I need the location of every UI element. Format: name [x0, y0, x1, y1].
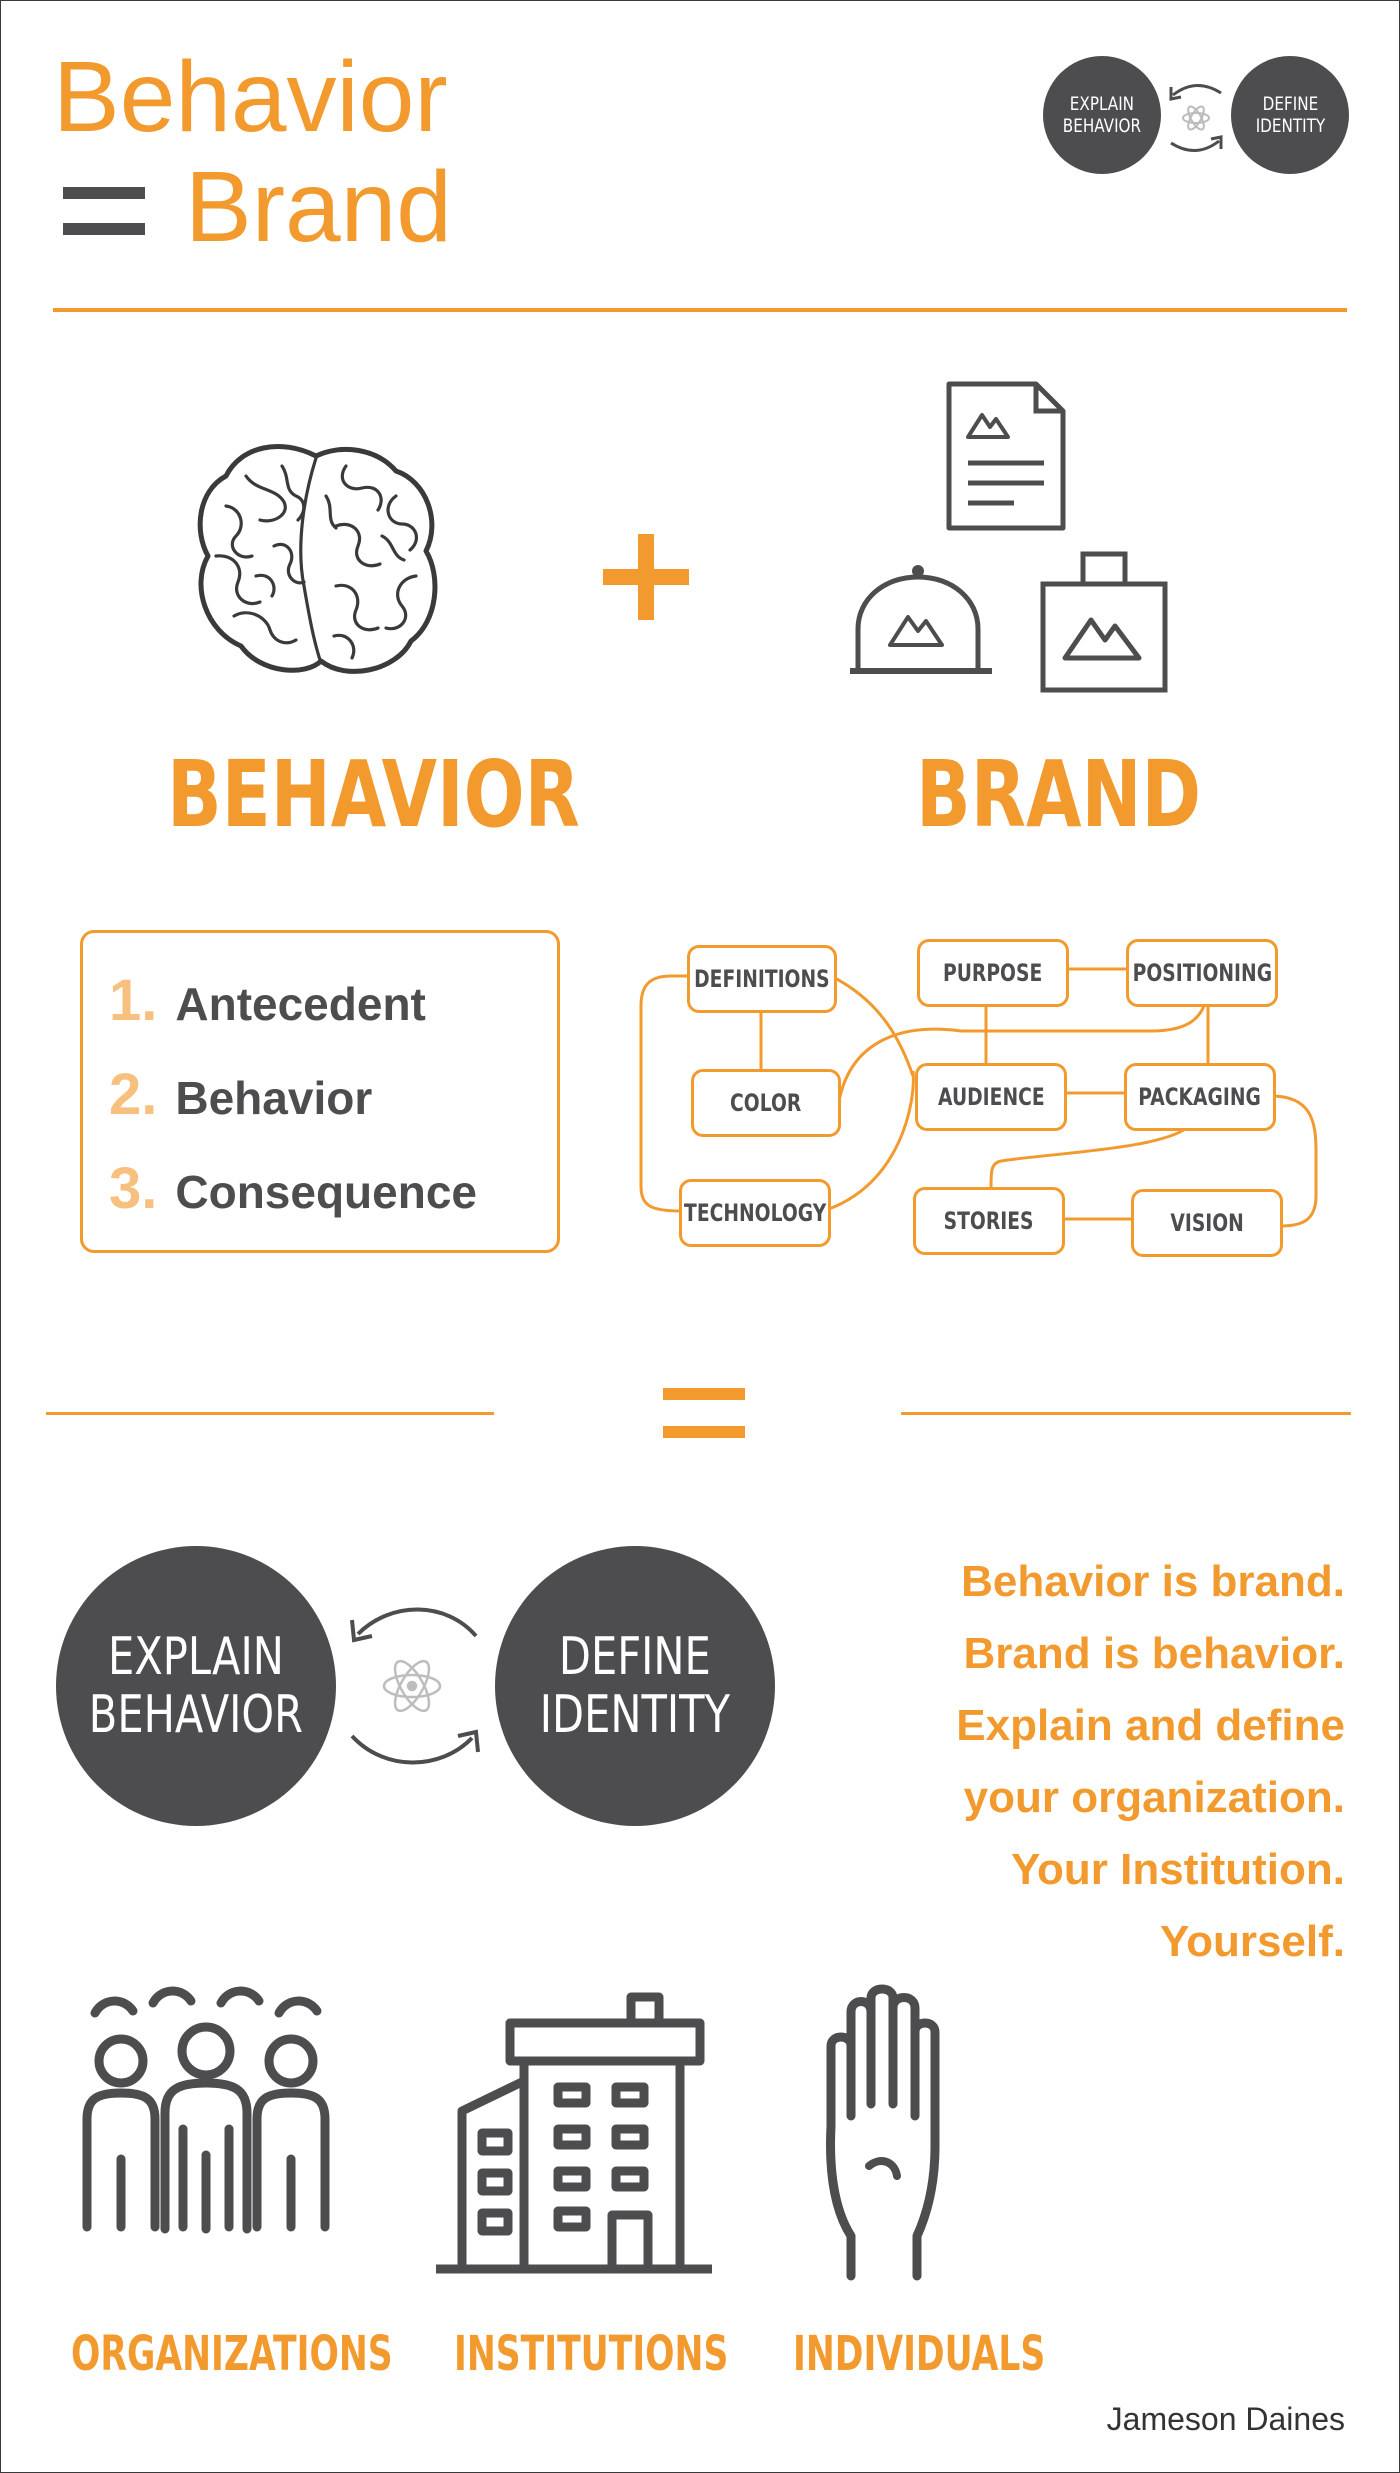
mini-define-line2: IDENTITY	[1255, 115, 1325, 137]
node-label: AUDIENCE	[937, 1083, 1045, 1111]
step-number: 1.	[109, 968, 158, 1033]
explain-behavior-circle: EXPLAIN BEHAVIOR	[56, 1546, 336, 1826]
define-line2: IDENTITY	[539, 1685, 731, 1745]
bag-icon	[1040, 551, 1168, 693]
label-organizations: ORGANIZATIONS	[71, 2326, 518, 2382]
node-label: STORIES	[944, 1207, 1034, 1235]
node-positioning: POSITIONING	[1126, 939, 1278, 1007]
label-individuals: INDIVIDUALS	[793, 2326, 1143, 2382]
node-label: POSITIONING	[1132, 959, 1272, 987]
equals-icon-bottom	[63, 223, 145, 235]
node-label: DEFINITIONS	[694, 965, 830, 993]
explain-line2: BEHAVIOR	[88, 1685, 304, 1745]
node-technology: TECHNOLOGY	[679, 1179, 831, 1247]
people-group-icon	[82, 1986, 330, 2234]
step-behavior: 2. Behavior	[109, 1061, 372, 1128]
node-label: PURPOSE	[943, 959, 1043, 987]
label-text: ORGANIZATIONS	[71, 2326, 393, 2382]
step-antecedent: 1. Antecedent	[109, 967, 426, 1034]
equals-rule-right	[901, 1412, 1351, 1415]
header-divider	[53, 308, 1347, 312]
tagline-line2: Brand is behavior.	[963, 1629, 1345, 1678]
author-credit: Jameson Daines	[1106, 2401, 1345, 2437]
define-identity-circle: DEFINE IDENTITY	[495, 1546, 775, 1826]
label-text: INDIVIDUALS	[793, 2326, 1046, 2382]
mini-cycle-arrows-icon	[1169, 84, 1223, 152]
brain-icon	[197, 443, 438, 674]
atom-icon	[382, 1659, 442, 1713]
plus-icon-vertical	[638, 534, 654, 620]
node-label: TECHNOLOGY	[683, 1199, 827, 1227]
step-number: 3.	[109, 1156, 158, 1221]
step-consequence: 3. Consequence	[109, 1155, 477, 1222]
label-text: INSTITUTIONS	[454, 2326, 729, 2382]
node-vision: VISION	[1131, 1189, 1283, 1257]
tagline-line3: Explain and define	[956, 1701, 1345, 1750]
node-stories: STORIES	[913, 1187, 1065, 1255]
node-packaging: PACKAGING	[1124, 1063, 1276, 1131]
explain-line1: EXPLAIN	[108, 1627, 284, 1687]
mini-explain-behavior: EXPLAIN BEHAVIOR	[1043, 56, 1161, 174]
mini-define-identity: DEFINE IDENTITY	[1231, 56, 1349, 174]
behavior-heading: BEHAVIOR	[167, 741, 580, 848]
tagline-line5: Your Institution.	[1010, 1845, 1345, 1894]
behavior-steps-box: 1. Antecedent 2. Behavior 3. Consequence	[80, 930, 560, 1253]
cap-icon	[850, 565, 992, 674]
title-brand: Brand	[185, 151, 452, 263]
define-line1: DEFINE	[559, 1627, 711, 1687]
tagline-line4: your organization.	[963, 1773, 1345, 1822]
brand-heading: BRAND	[916, 741, 1202, 848]
equals-icon-top	[663, 1388, 745, 1400]
equals-icon-bottom	[663, 1426, 745, 1438]
document-icon	[946, 381, 1066, 531]
step-label: Antecedent	[175, 978, 426, 1030]
step-number: 2.	[109, 1062, 158, 1127]
node-label: COLOR	[730, 1089, 802, 1117]
mini-explain-line1: EXPLAIN	[1069, 93, 1135, 115]
tagline-line6: Yourself.	[1159, 1917, 1345, 1966]
step-label: Behavior	[175, 1072, 373, 1124]
equals-rule-left	[46, 1412, 494, 1415]
label-institutions: INSTITUTIONS	[454, 2326, 835, 2382]
cycle-arrows-icon	[350, 1607, 480, 1765]
title-behavior: Behavior	[53, 41, 448, 153]
building-icon	[436, 1992, 712, 2274]
node-label: PACKAGING	[1138, 1083, 1262, 1111]
mini-explain-line2: BEHAVIOR	[1062, 115, 1142, 137]
node-purpose: PURPOSE	[917, 939, 1069, 1007]
tagline-line1: Behavior is brand.	[961, 1557, 1345, 1606]
node-audience: AUDIENCE	[915, 1063, 1067, 1131]
step-label: Consequence	[175, 1166, 478, 1218]
hand-icon	[826, 1984, 940, 2281]
node-label: VISION	[1170, 1209, 1244, 1237]
node-color: COLOR	[691, 1069, 841, 1137]
node-definitions: DEFINITIONS	[687, 945, 837, 1013]
mini-define-line1: DEFINE	[1262, 93, 1318, 115]
equals-icon-top	[63, 187, 145, 199]
